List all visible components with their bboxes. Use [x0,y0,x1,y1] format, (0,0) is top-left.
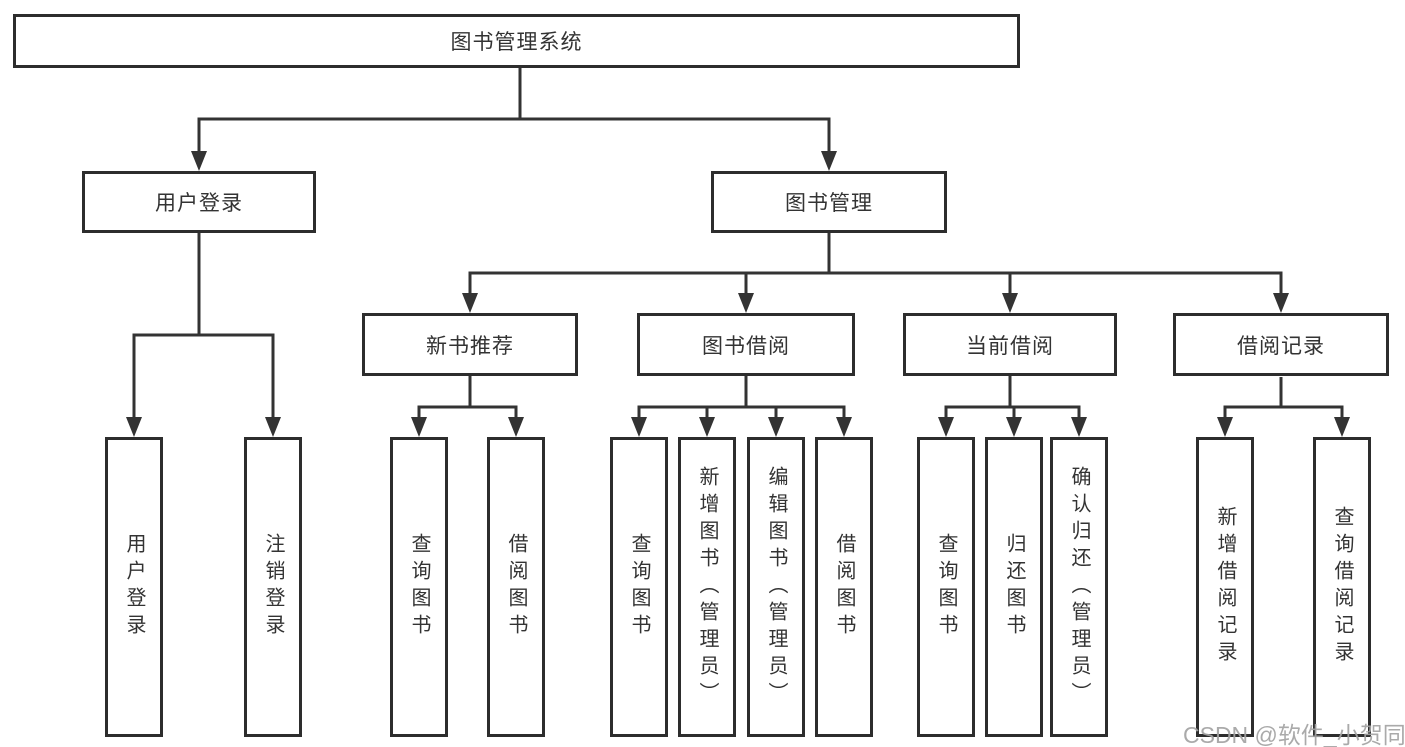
leaf-query-books-borrow: 查询图书 [610,437,668,737]
node-label: 新书推荐 [426,334,514,358]
leaf-label: 查询借阅记录 [1331,506,1353,668]
node-label: 图书管理 [785,192,873,215]
leaf-add-books-admin: 新增图书（管理员） [678,437,736,737]
leaf-user-login: 用户登录 [105,437,163,737]
leaf-add-borrow-record: 新增借阅记录 [1196,437,1254,737]
leaf-label: 新增借阅记录 [1214,506,1236,668]
node-library-management-system: 图书管理系统 [13,14,1020,68]
leaf-label: 新增图书（管理员） [696,465,718,709]
leaf-label: 确认归还（管理员） [1068,465,1090,709]
leaf-query-books-current: 查询图书 [917,437,975,737]
node-label: 图书管理系统 [450,31,583,54]
leaf-label: 归还图书 [1003,533,1025,641]
leaf-confirm-return-admin: 确认归还（管理员） [1050,437,1108,737]
node-user-login-branch: 用户登录 [82,171,316,233]
tree-edges [132,67,1344,418]
leaf-query-borrow-record: 查询借阅记录 [1313,437,1371,737]
node-label: 借阅记录 [1237,334,1325,358]
leaf-return-books: 归还图书 [985,437,1043,737]
leaf-label: 用户登录 [123,533,145,641]
node-new-book-recommendation: 新书推荐 [362,313,578,376]
node-label: 用户登录 [155,192,243,215]
leaf-label: 借阅图书 [505,533,527,641]
leaf-label: 注销登录 [262,533,284,641]
leaf-borrow-books: 借阅图书 [815,437,873,737]
node-book-management-branch: 图书管理 [711,171,947,233]
leaf-query-books-recommend: 查询图书 [390,437,448,737]
leaf-label: 查询图书 [408,533,430,641]
leaf-label: 借阅图书 [833,533,855,641]
node-borrowing-records: 借阅记录 [1173,313,1389,376]
leaf-borrow-books-recommend: 借阅图书 [487,437,545,737]
node-book-borrowing: 图书借阅 [637,313,855,376]
leaf-label: 查询图书 [935,533,957,641]
csdn-watermark: CSDN @软件_小贺同学 [1183,722,1405,747]
leaf-logout: 注销登录 [244,437,302,737]
node-current-borrowing: 当前借阅 [903,313,1117,376]
node-label: 当前借阅 [966,334,1054,358]
node-label: 图书借阅 [702,334,790,358]
leaf-label: 编辑图书（管理员） [765,465,787,709]
leaf-edit-books-admin: 编辑图书（管理员） [747,437,805,737]
leaf-label: 查询图书 [628,533,650,641]
